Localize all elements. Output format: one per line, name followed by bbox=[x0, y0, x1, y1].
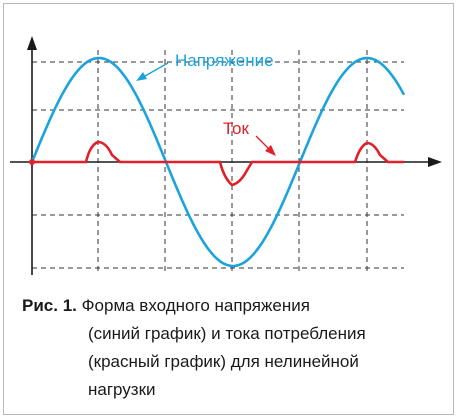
x-axis-arrow bbox=[428, 157, 442, 167]
caption-line-4: нагрузки bbox=[88, 380, 156, 399]
current-label: Ток bbox=[223, 119, 250, 138]
current-wave bbox=[32, 140, 404, 187]
caption-label: Рис. 1. bbox=[22, 296, 77, 315]
caption-line-1: Форма входного напряжения bbox=[81, 296, 310, 315]
caption-line-3: (красный график) для нелинейной bbox=[88, 352, 359, 371]
voltage-label: Напряжение bbox=[175, 51, 274, 70]
origin-dot bbox=[29, 159, 35, 165]
axes bbox=[10, 36, 442, 275]
voltage-pointer-arrow bbox=[136, 62, 169, 81]
figure-caption: Рис. 1. Форма входного напряжения (синий… bbox=[22, 292, 442, 404]
current-pointer-arrow bbox=[255, 135, 276, 156]
y-axis-arrow bbox=[27, 36, 37, 50]
caption-line-2: (синий график) и тока потребления bbox=[88, 324, 366, 343]
voltage-wave bbox=[30, 56, 406, 268]
